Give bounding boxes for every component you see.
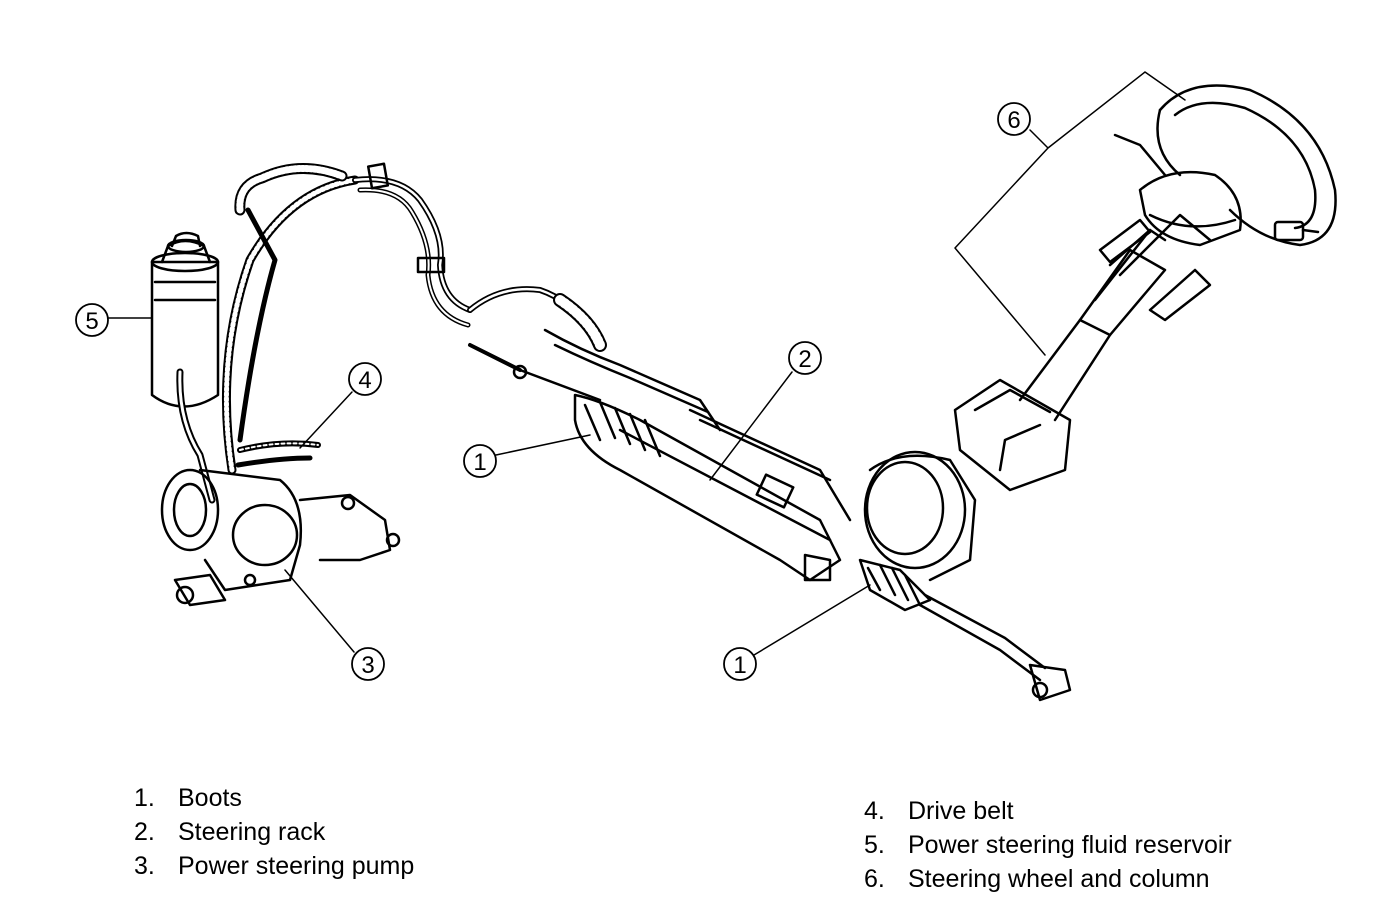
legend-item-drive-belt: 4. Drive belt	[864, 794, 1232, 828]
callout-3: 3	[361, 652, 374, 679]
legend-label: Steering wheel and column	[908, 865, 1210, 893]
callout-circle-3	[351, 647, 385, 681]
callout-2: 2	[798, 346, 811, 373]
legend-item-fluid-reservoir: 5. Power steering fluid reservoir	[864, 828, 1232, 862]
legend-number: 6.	[864, 865, 885, 893]
callout-circle-4	[348, 362, 382, 396]
leader-line-3	[284, 569, 355, 653]
legend-item-steering-rack: 2. Steering rack	[134, 815, 414, 849]
callout-circle-5	[75, 303, 109, 337]
legend-number: 2.	[134, 818, 155, 846]
power-steering-pump	[160, 468, 401, 607]
fluid-reservoir	[150, 231, 220, 408]
legend-item-boots: 1. Boots	[134, 781, 414, 815]
legend-number: 5.	[864, 831, 885, 859]
steering-rack	[468, 293, 852, 582]
legend-label: Drive belt	[908, 797, 1014, 825]
callout-5: 5	[85, 308, 98, 335]
leader-line-2	[709, 371, 793, 481]
steering-column	[953, 213, 1212, 492]
callout-circle-1a	[463, 444, 497, 478]
leader-line-1b	[753, 584, 871, 656]
callout-6: 6	[1007, 107, 1020, 134]
pressure-hose	[221, 175, 360, 475]
callout-1a: 1	[473, 449, 486, 476]
legend-number: 4.	[864, 797, 885, 825]
metal-lines	[352, 176, 473, 313]
legend-item-steering-wheel-column: 6. Steering wheel and column	[864, 862, 1232, 896]
callout-4: 4	[358, 367, 371, 394]
callout-circle-2	[788, 341, 822, 375]
legend-label: Power steering pump	[178, 852, 415, 880]
steering-wheel	[1113, 84, 1337, 247]
legend-number: 1.	[134, 784, 155, 812]
callout-circle-6	[997, 102, 1031, 136]
leader-line-4	[299, 391, 353, 449]
leader-line-6	[954, 71, 1186, 356]
legend-right: 4. Drive belt 5. Power steering fluid re…	[864, 794, 1232, 896]
legend-item-power-steering-pump: 3. Power steering pump	[134, 849, 414, 883]
legend-left: 1. Boots 2. Steering rack 3. Power steer…	[134, 781, 414, 883]
legend-label: Boots	[178, 784, 242, 812]
callout-circle-1b	[723, 647, 757, 681]
leader-line-1a	[495, 434, 591, 456]
legend-number: 3.	[134, 852, 155, 880]
steering-gear-housing	[803, 450, 1072, 702]
legend-label: Power steering fluid reservoir	[908, 831, 1232, 859]
legend-label: Steering rack	[178, 818, 326, 846]
callout-1b: 1	[733, 652, 746, 679]
